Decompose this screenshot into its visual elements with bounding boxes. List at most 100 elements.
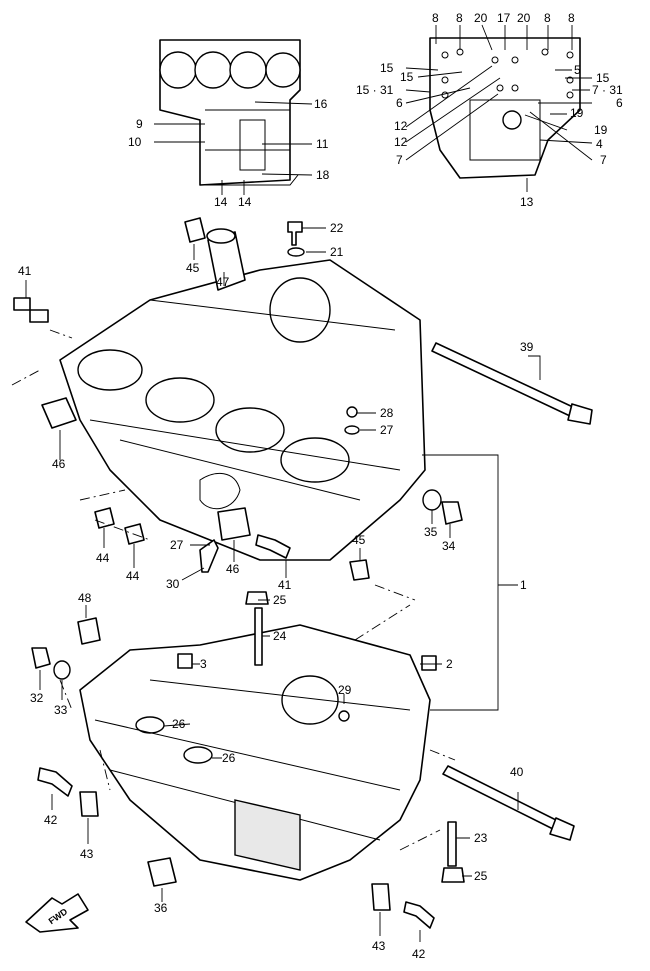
callout-30: 30: [166, 577, 180, 591]
callout-40: 40: [510, 765, 524, 779]
callout-2: 2: [446, 657, 453, 671]
callout-14: 14: [238, 195, 252, 209]
callout-12: 12: [394, 135, 408, 149]
callout-41: 41: [18, 264, 32, 278]
part-42-bolt-left: [37, 767, 73, 797]
part-33-washer: [53, 660, 71, 680]
callout-7-31: 7 · 31: [592, 83, 623, 97]
callout-47: 47: [216, 275, 230, 289]
callout-25: 25: [474, 869, 488, 883]
callout-43: 43: [80, 847, 94, 861]
part-22-bolt: [287, 221, 303, 246]
part-34-plug: [441, 501, 463, 525]
part-25-nut-bottom: [441, 867, 465, 883]
part-42-bolt-right: [403, 901, 435, 929]
callout-25: 25: [273, 593, 287, 607]
part-21-washer: [287, 247, 305, 257]
callout-8: 8: [568, 11, 575, 25]
part-2-dowel: [421, 655, 437, 671]
callout-8: 8: [544, 11, 551, 25]
callout-7: 7: [600, 153, 607, 167]
callout-48: 48: [78, 591, 92, 605]
callout-44: 44: [126, 569, 140, 583]
exploded-view-guide-lines: [11, 329, 518, 851]
callout-44: 44: [96, 551, 110, 565]
callout-17: 17: [497, 11, 511, 25]
part-43-bracket-left: [79, 791, 99, 817]
part-44-nuts: [94, 507, 145, 545]
callout-16: 16: [314, 97, 328, 111]
part-29-oring: [338, 710, 350, 722]
callout-18: 18: [316, 168, 330, 182]
callout-35: 35: [424, 525, 438, 539]
callout-36: 36: [154, 901, 168, 915]
part-36-mesh: [147, 857, 177, 887]
callout-27: 27: [170, 538, 184, 552]
fwd-arrow-icon: FWD: [25, 893, 89, 933]
callout-33: 33: [54, 703, 68, 717]
part-45-nut-top: [184, 217, 206, 243]
callout-19: 19: [570, 106, 584, 120]
callout-14: 14: [214, 195, 228, 209]
part-40-long-bolt: [442, 765, 575, 841]
part-24-stud: [254, 607, 263, 666]
callout-5: 5: [574, 63, 581, 77]
part-41-bolt-upper: [13, 297, 49, 323]
callout-11: 11: [316, 137, 329, 151]
part-28-27-oring: [344, 406, 360, 435]
callout-15: 15: [400, 70, 414, 84]
inset-upper-crankcase-top-view: [159, 39, 301, 186]
callout-1: 1: [520, 578, 527, 592]
callout-4: 4: [596, 137, 603, 151]
callout-15: 15: [380, 61, 394, 75]
callout-23: 23: [474, 831, 488, 845]
part-41-bolt-lower: [255, 534, 291, 559]
upper-crankcase: [59, 259, 426, 561]
part-45-nut-right: [349, 559, 370, 581]
callout-41: 41: [278, 578, 292, 592]
part-25-nut-top: [245, 591, 269, 605]
inset-lower-crankcase-bottom-view: [429, 37, 581, 179]
callout-6: 6: [616, 96, 623, 110]
callout-43: 43: [372, 939, 386, 953]
callout-46: 46: [226, 562, 240, 576]
callout-22: 22: [330, 221, 344, 235]
callout-46: 46: [52, 457, 66, 471]
callout-45: 45: [186, 261, 200, 275]
callout-labels: 8 8 20 17 20 8 8 15 15 5 15 15 · 31 7 · …: [18, 11, 623, 961]
part-48-switch: [77, 617, 101, 645]
callout-24: 24: [273, 629, 287, 643]
part-35-washer: [422, 489, 442, 511]
part-23-stud: [447, 821, 457, 867]
callout-8: 8: [432, 11, 439, 25]
callout-13: 13: [520, 195, 534, 209]
callout-9: 9: [136, 117, 143, 131]
part-46-dowel-left: [41, 397, 77, 429]
callout-45: 45: [352, 533, 366, 547]
callout-42: 42: [412, 947, 426, 961]
part-30-jet: [199, 539, 219, 573]
callout-28: 28: [380, 406, 394, 420]
part-32-plug: [31, 647, 51, 669]
part-47-bearing: [206, 228, 246, 291]
callout-26: 26: [172, 717, 186, 731]
part-46-dowel-center: [217, 507, 251, 541]
callout-8: 8: [456, 11, 463, 25]
callout-15-31: 15 · 31: [356, 83, 394, 97]
callout-20: 20: [517, 11, 531, 25]
callout-6: 6: [396, 96, 403, 110]
leader-lines: [25, 24, 593, 942]
callout-42: 42: [44, 813, 58, 827]
callout-27: 27: [380, 423, 394, 437]
callout-15: 15: [596, 71, 610, 85]
callout-3: 3: [200, 657, 207, 671]
callout-7: 7: [396, 153, 403, 167]
callout-12: 12: [394, 119, 408, 133]
part-3-dowel: [177, 653, 193, 669]
callout-29: 29: [338, 683, 352, 697]
callout-26: 26: [222, 751, 236, 765]
callout-32: 32: [30, 691, 44, 705]
callout-39: 39: [520, 340, 534, 354]
part-39-long-bolt: [431, 342, 593, 425]
